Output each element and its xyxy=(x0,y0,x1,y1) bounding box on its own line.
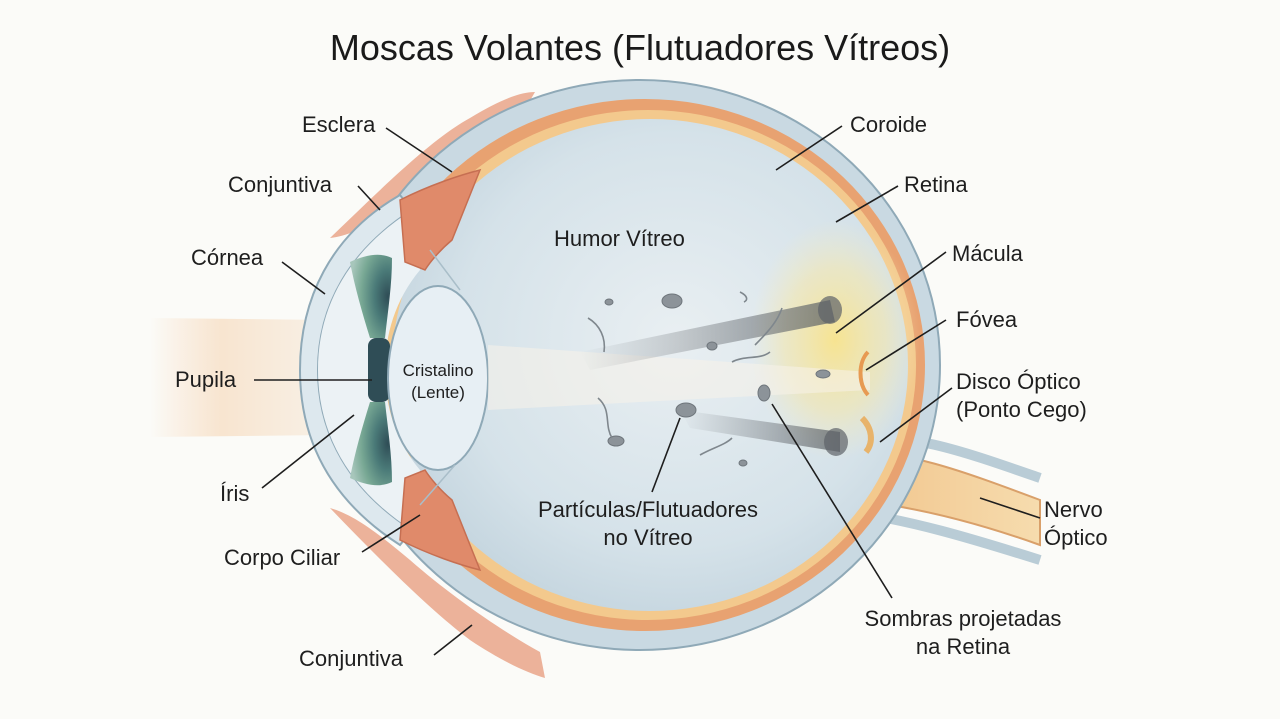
label-sombras: Sombras projetadas na Retina xyxy=(838,605,1088,661)
iris-top xyxy=(350,254,392,338)
page-title: Moscas Volantes (Flutuadores Vítreos) xyxy=(329,27,951,68)
retina-shadow-lower xyxy=(824,428,848,456)
zonules xyxy=(419,249,461,506)
label-sombras-line2: na Retina xyxy=(915,634,1011,659)
label-esclera: Esclera xyxy=(302,112,376,137)
label-nervo-optico-line1: Nervo xyxy=(1044,497,1103,522)
floater xyxy=(757,384,771,402)
label-particulas: Partículas/Flutuadores no Vítreo xyxy=(508,496,788,552)
label-nervo-optico: Nervo Óptico xyxy=(1044,496,1108,552)
label-particulas-line1: Partículas/Flutuadores xyxy=(537,497,759,522)
label-iris: Íris xyxy=(220,481,250,506)
label-disco-optico-line2: (Ponto Cego) xyxy=(956,397,1087,422)
floater-strand xyxy=(739,291,748,303)
pupil xyxy=(368,338,390,402)
retina-shadow-upper xyxy=(818,296,842,324)
leader-conjuntiva-bottom xyxy=(433,624,473,656)
label-cristalino: Cristalino (Lente) xyxy=(388,360,488,404)
floater-strand xyxy=(731,351,771,363)
label-coroide: Coroide xyxy=(850,112,928,137)
ciliary-body-top xyxy=(399,168,482,271)
floaters xyxy=(604,293,831,467)
label-cristalino-line2: (Lente) xyxy=(411,383,465,402)
label-macula: Mácula xyxy=(952,241,1023,266)
floater xyxy=(675,402,697,418)
label-particulas-line2: no Vítreo xyxy=(603,525,693,550)
iris-bottom xyxy=(350,402,392,486)
label-retina: Retina xyxy=(904,172,968,197)
leader-cornea xyxy=(281,261,326,295)
leader-retina xyxy=(835,185,899,223)
shadow-beam-upper xyxy=(580,300,835,370)
label-nervo-optico-line2: Óptico xyxy=(1044,525,1108,550)
leader-iris xyxy=(261,414,355,489)
label-disco-optico-line1: Disco Óptico xyxy=(956,369,1081,394)
floater xyxy=(815,369,831,379)
floater xyxy=(604,298,614,306)
shadow-beam-lower xyxy=(680,410,840,452)
leader-disco-optico xyxy=(879,387,953,443)
light-path xyxy=(488,345,870,410)
leader-conjuntiva-top xyxy=(357,185,381,211)
floater-strand xyxy=(754,307,783,346)
leader-corpo-ciliar xyxy=(361,514,421,553)
fovea-pit xyxy=(858,350,870,397)
label-sombras-line1: Sombras projetadas xyxy=(864,606,1062,631)
leader-coroide xyxy=(775,125,843,171)
label-pupila: Pupila xyxy=(175,367,237,392)
label-cristalino-line1: Cristalino xyxy=(402,361,474,380)
label-humor-vitreo: Humor Vítreo xyxy=(554,226,685,251)
leader-macula xyxy=(835,251,947,334)
label-fovea: Fóvea xyxy=(956,307,1018,332)
leader-sombras xyxy=(771,403,893,599)
leader-nervo-optico xyxy=(979,497,1041,519)
leader-particulas xyxy=(651,417,681,493)
floater xyxy=(738,459,748,467)
floater xyxy=(706,341,718,351)
floater-strand xyxy=(699,437,733,456)
floater xyxy=(607,435,625,447)
ciliary-body-bottom xyxy=(399,469,482,572)
lower-eyelid xyxy=(330,508,545,678)
floater-strand xyxy=(587,317,606,353)
leader-fovea xyxy=(865,319,947,371)
optic-disc xyxy=(859,415,874,454)
leader-lines xyxy=(254,125,1041,656)
label-disco-optico: Disco Óptico (Ponto Cego) xyxy=(956,368,1087,424)
label-corpo-ciliar: Corpo Ciliar xyxy=(224,545,341,570)
floater-strand xyxy=(597,397,613,439)
label-cornea: Córnea xyxy=(191,245,264,270)
label-conjuntiva-top: Conjuntiva xyxy=(228,172,332,197)
light-beam xyxy=(150,318,330,437)
floater xyxy=(661,293,683,309)
leader-esclera xyxy=(385,127,453,173)
floater-strands xyxy=(587,291,783,456)
macula-glow xyxy=(750,220,920,460)
label-conjuntiva-bottom: Conjuntiva xyxy=(299,646,403,671)
